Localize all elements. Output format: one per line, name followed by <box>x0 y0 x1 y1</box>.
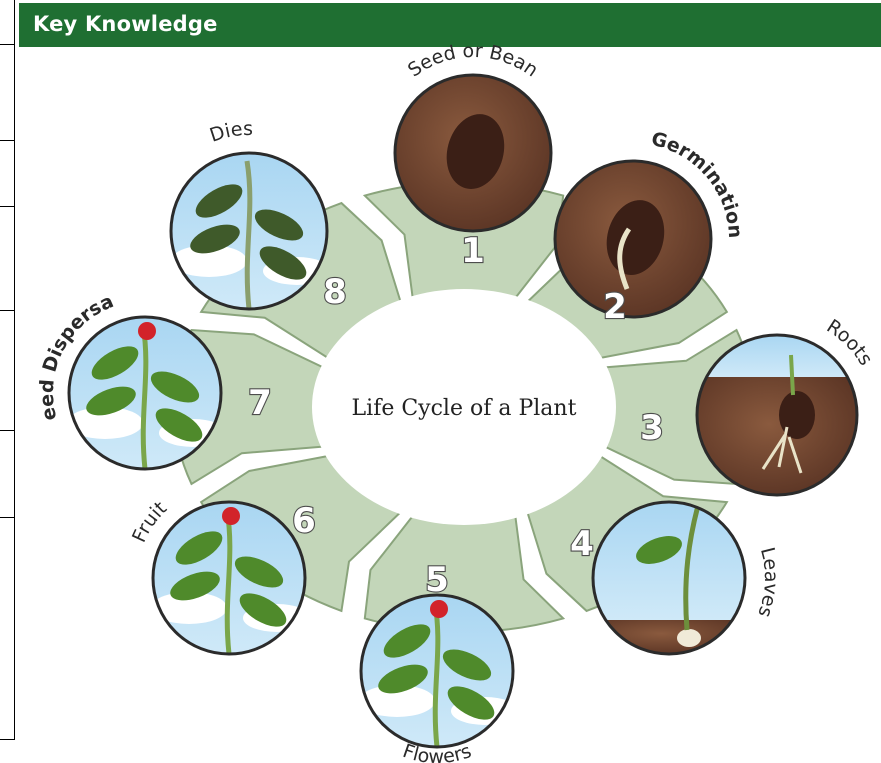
border-row-line <box>0 206 15 207</box>
border-row-line <box>0 44 15 45</box>
bean-seed <box>779 391 815 439</box>
stage-number: 2 <box>603 287 627 327</box>
border-row-line <box>0 140 15 141</box>
flower <box>138 322 156 340</box>
stage-number: 5 <box>425 560 449 600</box>
plant-stem <box>247 161 250 309</box>
stage-picture <box>593 502 745 654</box>
plant-stem <box>435 603 438 747</box>
stage-picture <box>395 75 551 231</box>
plant-stem <box>143 325 146 469</box>
stage-number: 1 <box>461 231 485 271</box>
stage-picture <box>555 161 711 317</box>
plant-stem <box>227 510 230 654</box>
stage-label: Leaves <box>753 545 782 620</box>
stage-number: 6 <box>292 501 316 541</box>
border-row-line <box>0 430 15 431</box>
stage-label: Dies <box>207 118 253 147</box>
stage-number: 4 <box>570 524 594 564</box>
stage-number: 8 <box>323 272 347 312</box>
bean-seed <box>677 629 701 647</box>
flower <box>222 507 240 525</box>
left-table-border <box>0 0 19 763</box>
border-row-line <box>0 517 15 518</box>
center-label: Life Cycle of a Plant <box>352 396 577 421</box>
stage-picture <box>697 335 857 495</box>
border-row-line <box>0 310 15 311</box>
stage-number: 3 <box>640 408 664 448</box>
stage-number: 7 <box>248 383 272 423</box>
flower <box>430 600 448 618</box>
border-row-line <box>0 739 15 740</box>
border-vertical-line <box>14 0 15 740</box>
